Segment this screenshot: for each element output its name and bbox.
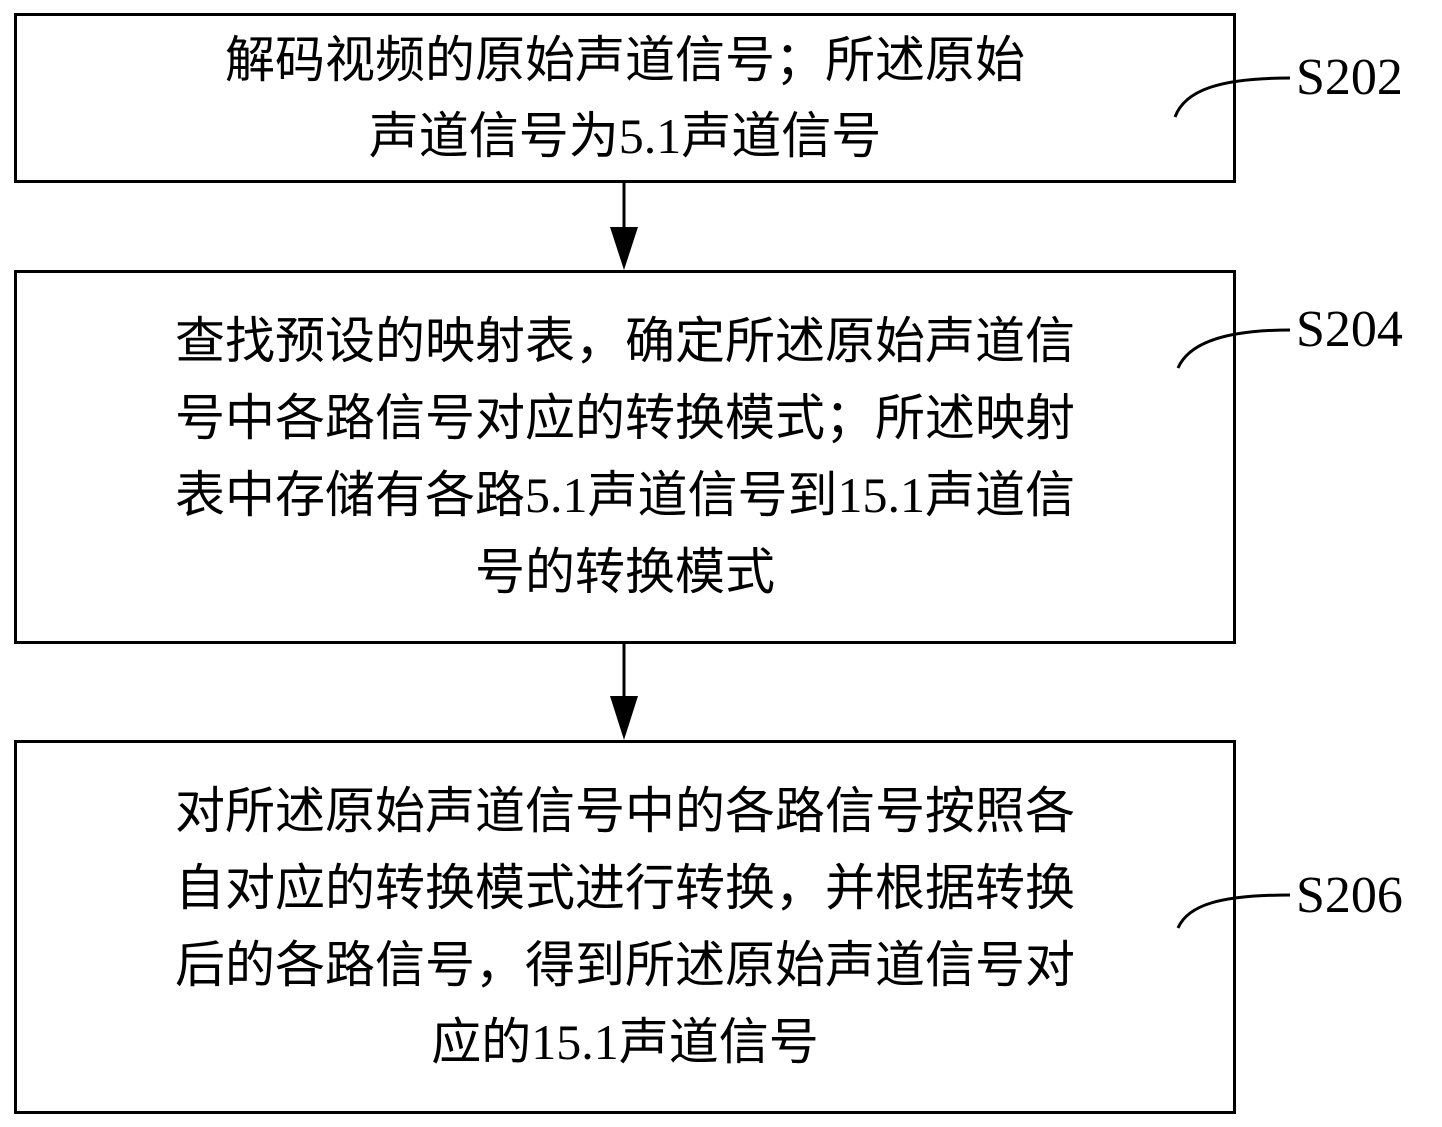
step-text-line: 应的15.1声道信号 — [431, 1014, 819, 1070]
step-box-s202: 解码视频的原始声道信号；所述原始 声道信号为5.1声道信号 — [14, 13, 1236, 183]
step-text-line: 对所述原始声道信号中的各路信号按照各 — [175, 783, 1075, 839]
flow-arrow-2 — [610, 644, 638, 740]
step-text-line: 号中各路信号对应的转换模式；所述映射 — [175, 390, 1075, 446]
leader-line-s204 — [1176, 328, 1291, 369]
step-text-line: 自对应的转换模式进行转换，并根据转换 — [175, 860, 1075, 916]
step-text-line: 号的转换模式 — [475, 544, 775, 600]
step-text-line: 表中存储有各路5.1声道信号到15.1声道信 — [175, 467, 1075, 523]
step-box-s204: 查找预设的映射表，确定所述原始声道信 号中各路信号对应的转换模式；所述映射 表中… — [14, 270, 1236, 644]
step-text-line: 声道信号为5.1声道信号 — [368, 108, 882, 164]
flow-arrow-1 — [610, 183, 638, 270]
step-text-line: 后的各路信号，得到所述原始声道信号对 — [175, 937, 1075, 993]
step-label-s202: S202 — [1296, 49, 1403, 106]
leader-line-s206 — [1176, 893, 1291, 929]
step-text-line: 查找预设的映射表，确定所述原始声道信 — [175, 313, 1075, 369]
step-text-line: 解码视频的原始声道信号；所述原始 — [225, 32, 1025, 88]
step-box-s206: 对所述原始声道信号中的各路信号按照各 自对应的转换模式进行转换，并根据转换 后的… — [14, 740, 1236, 1114]
step-label-s206: S206 — [1296, 867, 1403, 924]
leader-line-s202 — [1173, 76, 1291, 118]
step-label-s204: S204 — [1296, 301, 1403, 358]
